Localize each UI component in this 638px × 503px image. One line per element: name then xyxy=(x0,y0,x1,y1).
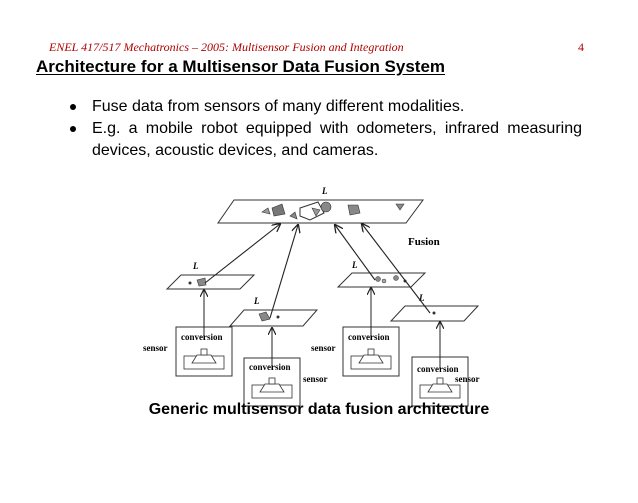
sensor-label: sensor xyxy=(143,343,168,353)
slide-header: ENEL 417/517 Mechatronics – 2005: Multis… xyxy=(49,40,404,54)
bullet-item: E.g. a mobile robot equipped with odomet… xyxy=(68,118,582,162)
sensor-unit xyxy=(342,288,400,377)
bullet-text: Fuse data from sensors of many different… xyxy=(92,98,465,115)
bullet-dot-icon xyxy=(70,104,76,110)
slide-title: Architecture for a Multisensor Data Fusi… xyxy=(36,57,446,76)
top-fusion-plane xyxy=(217,199,424,224)
bullet-item: Fuse data from sensors of many different… xyxy=(68,96,582,118)
sensor-unit xyxy=(175,290,233,377)
sensor-level-plane xyxy=(336,272,427,288)
bullet-text: E.g. a mobile robot equipped with odomet… xyxy=(92,120,582,159)
bullet-dot-icon xyxy=(70,126,76,132)
object-icon xyxy=(188,281,192,285)
sensor-unit xyxy=(411,322,469,407)
fused-object-icon xyxy=(261,207,271,215)
sensor-label: sensor xyxy=(303,374,328,384)
sensor-unit xyxy=(243,328,301,407)
object-icon xyxy=(258,311,271,322)
plane-label: L xyxy=(351,260,358,270)
fused-object-icon xyxy=(311,207,321,217)
fusion-label: Fusion xyxy=(408,236,440,248)
bullet-list: Fuse data from sensors of many different… xyxy=(68,96,582,162)
conversion-label: conversion xyxy=(348,332,390,342)
figure-caption: Generic multisensor data fusion architec… xyxy=(148,401,490,418)
plane-label: L xyxy=(418,293,425,303)
plane-label: L xyxy=(192,261,199,271)
fused-object-icon xyxy=(395,203,405,211)
sensor-label: sensor xyxy=(455,374,480,384)
object-icon xyxy=(432,311,436,315)
fused-object-icon xyxy=(347,204,361,216)
conversion-label: conversion xyxy=(249,362,291,372)
fusion-arrows xyxy=(204,224,431,319)
fused-object-icon xyxy=(271,203,286,217)
sensor-label: sensor xyxy=(311,343,336,353)
fused-object-icon xyxy=(320,201,332,213)
conversion-label: conversion xyxy=(181,332,223,342)
object-icon xyxy=(393,275,399,281)
object-icon xyxy=(375,276,381,282)
fused-object-icon xyxy=(299,201,325,221)
object-icon xyxy=(196,277,207,287)
fused-object-icon xyxy=(289,211,298,220)
plane-label: L xyxy=(253,296,260,306)
sensor-level-plane xyxy=(165,274,256,290)
plane-label: L xyxy=(321,186,328,196)
object-icon xyxy=(276,315,280,319)
sensor-level-plane xyxy=(228,309,319,327)
sensor-level-plane xyxy=(389,305,480,322)
object-icon xyxy=(381,278,387,284)
conversion-label: conversion xyxy=(417,364,459,374)
page-number: 4 xyxy=(578,40,584,54)
